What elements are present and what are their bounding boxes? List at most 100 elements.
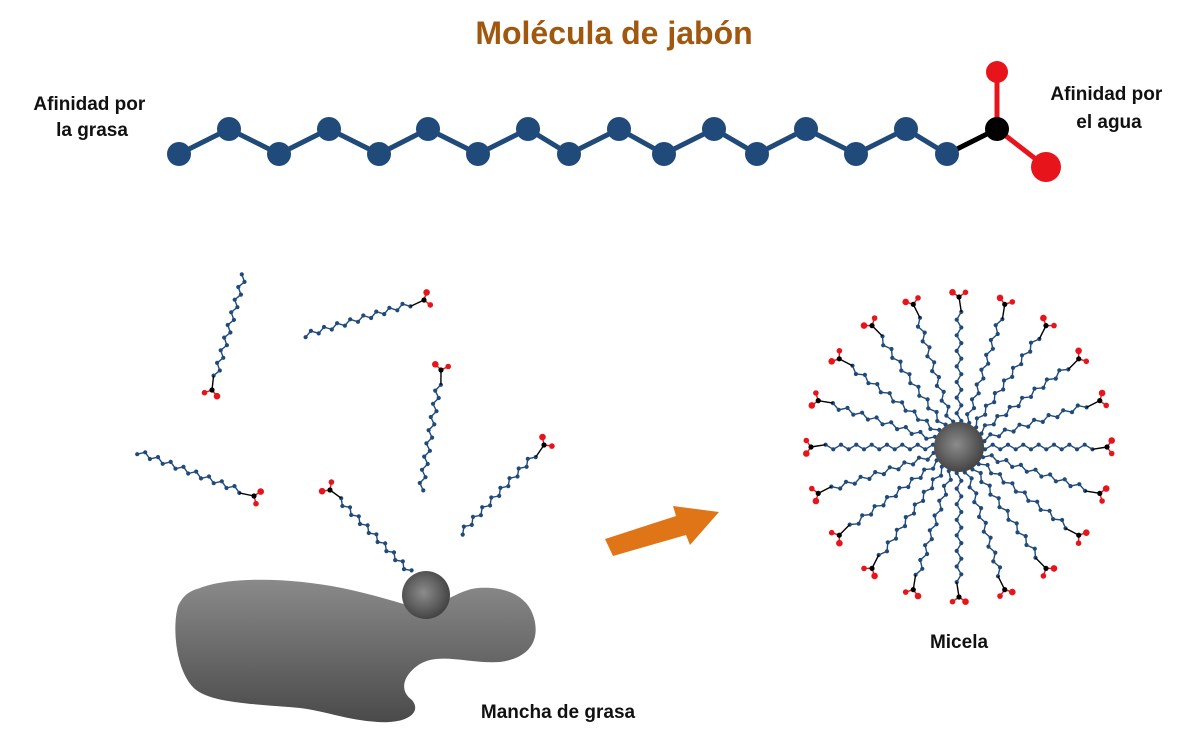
small-carbon-atom	[232, 297, 237, 302]
small-carbon-atom	[409, 568, 414, 573]
carbon-atom	[167, 142, 191, 166]
small-carbon-atom	[1010, 374, 1015, 379]
small-carbon-atom	[934, 522, 939, 527]
small-carbon-atom	[391, 550, 397, 555]
small-carbon-atom	[987, 483, 992, 488]
small-carbon-atom	[979, 367, 984, 372]
small-carbon-atom	[206, 474, 212, 479]
soap-molecule-small	[976, 462, 1090, 546]
small-head-carbon-atom	[1104, 444, 1110, 450]
small-carbon-atom	[991, 422, 996, 427]
small-carbon-atom	[892, 447, 897, 452]
small-carbon-atom	[979, 479, 984, 485]
small-carbon-atom	[1059, 447, 1064, 452]
small-head-carbon-atom	[808, 444, 814, 450]
micelle-core	[934, 422, 984, 472]
small-carbon-atom	[915, 417, 921, 422]
diagram-title: Molécula de jabón	[475, 15, 752, 51]
small-carbon-atom	[967, 485, 972, 490]
small-carbon-atom	[884, 495, 890, 500]
small-carbon-atom	[217, 368, 222, 373]
small-carbon-atom	[969, 476, 974, 481]
small-carbon-atom	[1044, 377, 1049, 382]
small-carbon-atom	[954, 364, 959, 369]
small-carbon-atom	[1038, 507, 1043, 512]
small-oxygen-atom	[828, 358, 835, 365]
small-carbon-atom	[1013, 447, 1018, 452]
carbon-atom	[702, 117, 726, 141]
small-carbon-atom	[236, 284, 241, 290]
small-carbon-atom	[374, 309, 379, 314]
small-carbon-atom	[989, 453, 994, 458]
small-oxygen-atom	[1108, 450, 1115, 457]
soap-molecule-small	[902, 468, 953, 600]
small-carbon-atom	[954, 548, 959, 554]
small-carbon-atom	[228, 330, 233, 335]
small-head-carbon-atom	[1002, 301, 1008, 307]
small-carbon-atom	[853, 371, 859, 377]
small-carbon-atom	[836, 407, 841, 412]
small-carbon-atom	[1051, 442, 1057, 447]
small-carbon-atom	[497, 493, 502, 498]
small-carbon-atom	[872, 504, 877, 509]
free-soap-molecules	[135, 272, 555, 573]
small-carbon-atom	[890, 355, 895, 360]
small-carbon-atom	[843, 479, 849, 484]
small-carbon-atom	[186, 471, 191, 476]
small-oxygen-atom	[539, 433, 546, 441]
small-carbon-atom	[1060, 517, 1065, 523]
carbon-atom	[416, 117, 440, 141]
small-carbon-atom	[221, 355, 226, 360]
small-carbon-atom	[911, 462, 916, 467]
small-carbon-atom	[912, 502, 917, 507]
small-head-carbon-atom	[869, 565, 875, 571]
water-affinity-line-2: el agua	[1076, 112, 1142, 133]
small-carbon-atom	[387, 305, 392, 310]
small-carbon-atom	[996, 496, 1001, 501]
small-carbon-atom	[831, 447, 836, 452]
small-oxygen-atom	[914, 592, 922, 600]
small-carbon-atom	[1069, 410, 1075, 415]
small-carbon-atom	[880, 422, 885, 427]
small-carbon-atom	[979, 506, 984, 511]
small-head-carbon-atom	[910, 587, 916, 593]
small-carbon-atom	[1023, 534, 1028, 539]
small-oxygen-atom	[997, 593, 1003, 599]
small-carbon-atom	[929, 537, 934, 542]
small-carbon-atom	[907, 447, 913, 452]
carboxyl-carbon-atom	[985, 117, 1009, 141]
small-oxygen-atom	[996, 294, 1004, 302]
small-carbon-atom	[1011, 429, 1016, 434]
small-carbon-atom	[1015, 530, 1020, 535]
small-oxygen-atom	[213, 392, 221, 400]
small-carbon-atom	[1004, 413, 1009, 418]
small-carbon-atom	[906, 484, 911, 490]
small-head-carbon-atom	[209, 387, 215, 393]
small-carbon-atom	[215, 360, 220, 365]
small-carbon-atom	[891, 399, 896, 404]
small-carbon-atom	[181, 464, 186, 469]
small-carbon-atom	[1033, 467, 1038, 472]
small-oxygen-atom	[808, 402, 816, 409]
small-carbon-atom	[946, 404, 951, 409]
small-carbon-atom	[959, 356, 964, 361]
small-carbon-atom	[860, 513, 865, 518]
small-carbon-atom	[997, 505, 1002, 510]
small-carbon-atom	[488, 503, 493, 508]
soap-molecule-small	[949, 289, 969, 424]
small-carbon-atom	[1001, 378, 1007, 383]
small-carbon-atom	[838, 442, 844, 447]
small-carbon-atom	[959, 341, 964, 346]
small-carbon-atom	[1010, 464, 1015, 469]
small-oxygen-atom	[1098, 389, 1106, 397]
small-carbon-atom	[224, 485, 229, 491]
small-oxygen-atom	[445, 363, 452, 370]
small-carbon-atom	[1021, 442, 1026, 447]
carbon-atom	[894, 117, 918, 141]
soap-molecule-small	[318, 479, 414, 573]
small-oxygen-atom	[803, 450, 810, 457]
small-carbon-atom	[498, 485, 503, 490]
small-carbon-atom	[939, 473, 944, 478]
small-carbon-atom	[959, 309, 964, 314]
small-carbon-atom	[998, 447, 1003, 452]
